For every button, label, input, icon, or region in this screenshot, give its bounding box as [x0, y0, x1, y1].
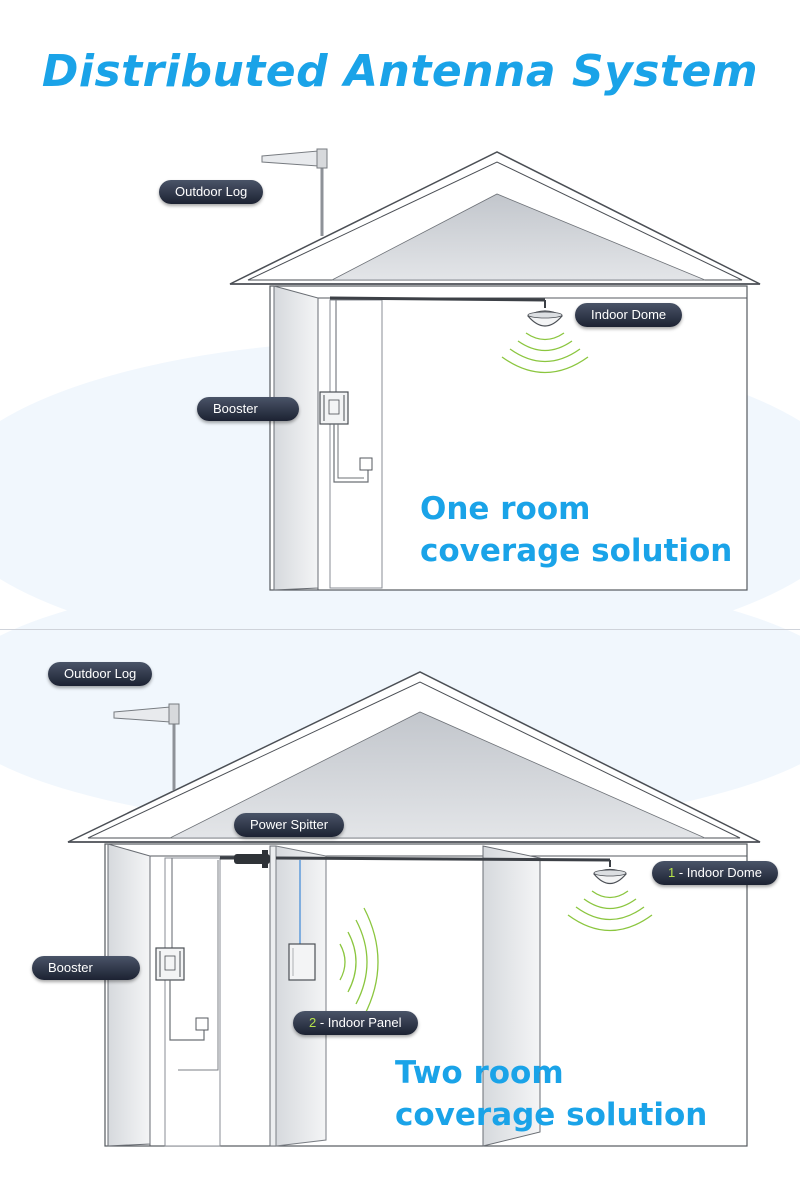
open-door-panel-right [482, 845, 541, 1147]
booster-device [155, 947, 185, 981]
label-indoor-dome: Indoor Dome [575, 303, 683, 327]
caption-top: One room coverage solution [420, 488, 732, 572]
label-indoor-dome-2: 1 - Indoor Dome [652, 861, 778, 885]
booster-device [319, 391, 349, 425]
inner-wall [164, 857, 221, 1147]
label-text: - Indoor Dome [675, 865, 762, 880]
label-outdoor-log: Outdoor Log [159, 180, 264, 204]
label-outdoor-log-2: Outdoor Log [48, 662, 153, 686]
outdoor-log-antenna [261, 150, 319, 167]
ceiling-cable [275, 856, 611, 862]
inner-wall [329, 299, 383, 589]
diagram-title: Distributed Antenna System [41, 46, 759, 97]
power-splitter-device [234, 850, 270, 868]
caption-line-1: Two room [395, 1055, 564, 1091]
partition-door-panel [275, 845, 327, 1147]
label-booster: Booster [197, 397, 299, 421]
room-partition [269, 845, 277, 1147]
open-wall-panel-left [107, 843, 151, 1147]
indoor-dome-antenna [527, 300, 563, 327]
label-text: - Indoor Panel [316, 1015, 402, 1030]
label-number: 1 [668, 865, 676, 880]
caption-bottom: Two room coverage solution [395, 1052, 707, 1136]
label-power-splitter: Power Spitter [234, 813, 345, 837]
caption-line-2: coverage solution [395, 1097, 708, 1133]
power-outlet [195, 1017, 209, 1031]
dome-signal-waves [567, 890, 653, 932]
label-number: 2 [309, 1015, 317, 1030]
roof-gable [169, 711, 706, 839]
indoor-panel-antenna [288, 943, 316, 981]
power-outlet [359, 457, 373, 471]
bottom-house [67, 671, 761, 1147]
dome-signal-waves [501, 332, 589, 374]
top-house [229, 148, 761, 591]
open-wall-panel [273, 285, 319, 591]
caption-line-1: One room [420, 491, 591, 527]
roof-gable [331, 193, 706, 281]
panel-signal-waves [339, 907, 379, 1017]
label-booster-2: Booster [32, 956, 140, 980]
caption-line-2: coverage solution [420, 533, 733, 569]
ceiling-cable [329, 296, 546, 302]
indoor-dome-antenna [593, 860, 627, 885]
section-divider [0, 629, 800, 630]
label-indoor-panel: 2 - Indoor Panel [293, 1011, 418, 1035]
